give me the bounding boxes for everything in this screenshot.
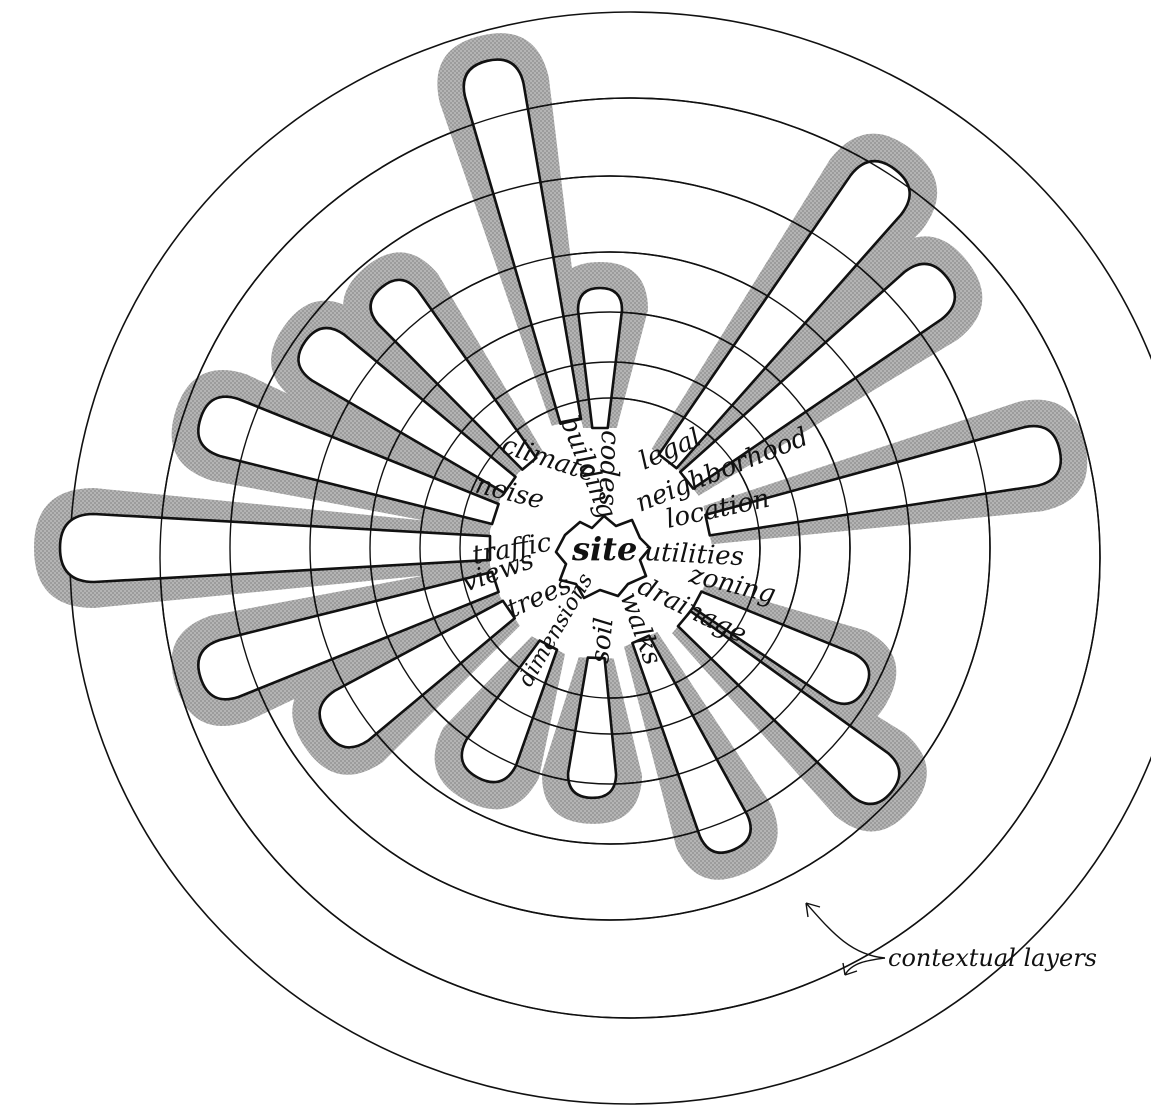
factor-label-soil: soil [585, 616, 620, 665]
factor-label-codes: codes [592, 430, 625, 507]
annotation-label: contextual layers [888, 944, 1097, 972]
center-label: site [571, 530, 637, 568]
annotation-arrow [806, 903, 885, 975]
